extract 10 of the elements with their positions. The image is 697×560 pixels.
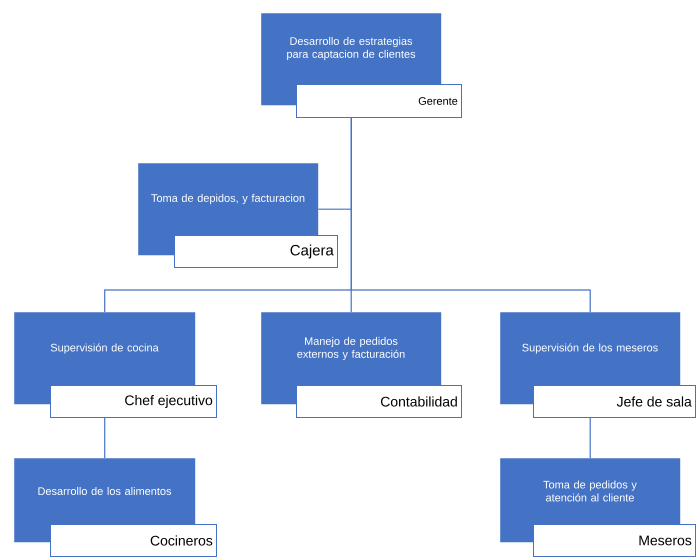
connector-line [104, 418, 106, 458]
role-label: Jefe de sala [533, 385, 696, 418]
role-label: Cajera [174, 235, 338, 268]
connector-line [350, 118, 591, 312]
role-label: Gerente [296, 84, 462, 118]
role-label: Contabilidad [296, 385, 462, 418]
role-label: Cocineros [50, 524, 217, 557]
role-label: Meseros [533, 524, 696, 557]
connector-line [590, 418, 591, 458]
role-label: Chef ejecutivo [50, 385, 217, 418]
